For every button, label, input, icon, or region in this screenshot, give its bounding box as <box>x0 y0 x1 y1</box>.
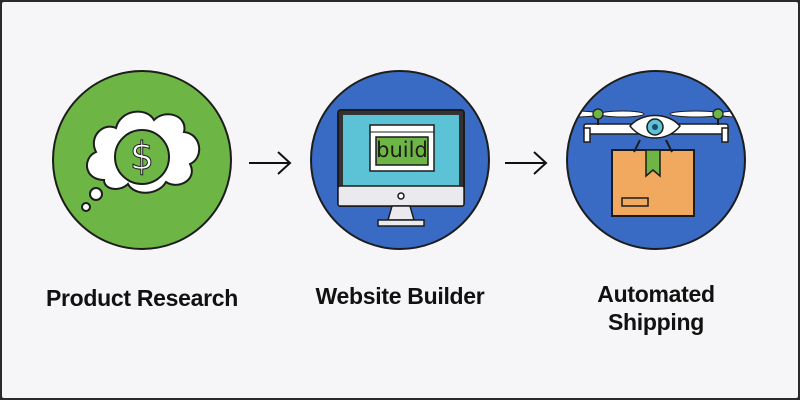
step-label-automated-shipping: Automated Shipping <box>556 280 756 336</box>
arrow-right-icon <box>505 151 548 175</box>
monitor-build-icon <box>337 109 465 227</box>
dollar-symbol: $ <box>129 134 155 179</box>
thought-cloud-dollar-icon <box>81 110 200 212</box>
step-label-product-research: Product Research <box>42 284 242 312</box>
step-label-website-builder: Website Builder <box>300 282 500 310</box>
build-button-text: build <box>376 138 428 162</box>
product-research-label: Product Research <box>45 285 239 311</box>
product-research-circle: $ <box>52 70 232 250</box>
website-builder-label: Website Builder <box>315 283 485 309</box>
website-builder-circle: build <box>310 70 490 250</box>
automated-shipping-circle <box>566 70 746 250</box>
drone-package-icon <box>568 108 744 217</box>
automated-shipping-label-line2: Shipping <box>608 309 704 335</box>
automated-shipping-label-line1: Automated <box>597 281 715 307</box>
arrow-right-icon <box>249 151 292 175</box>
